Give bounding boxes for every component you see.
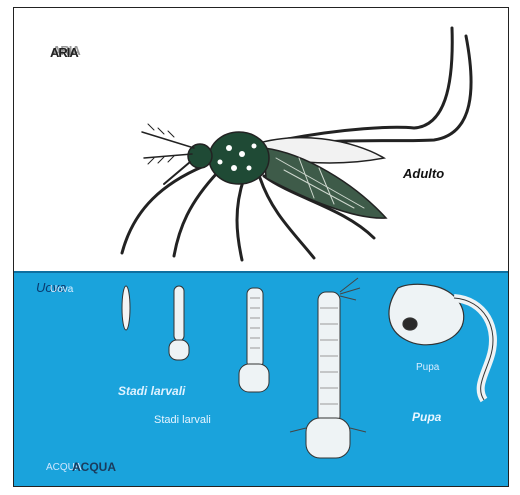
egg-icon	[122, 286, 130, 330]
water-label: ACQUA	[72, 460, 116, 474]
mosquito-adult-icon	[122, 28, 471, 260]
pupa-label-ghost: Pupa	[416, 362, 439, 373]
diagram-frame: ARIA ARIA Adulto Uova Uova Stadi larvali…	[13, 7, 509, 487]
larva-icon	[239, 288, 269, 392]
eggs-label-ghost: Uova	[50, 284, 73, 295]
adult-label: Adulto	[403, 166, 444, 181]
pupa-label: Pupa	[412, 410, 441, 424]
pupa-icon	[389, 284, 493, 400]
larva-icon	[169, 286, 189, 360]
air-label: ARIA	[50, 45, 78, 60]
larval-stages-label-ghost: Stadi larvali	[154, 414, 211, 426]
larva-icon	[290, 278, 366, 458]
larval-stages-label: Stadi larvali	[118, 384, 185, 398]
